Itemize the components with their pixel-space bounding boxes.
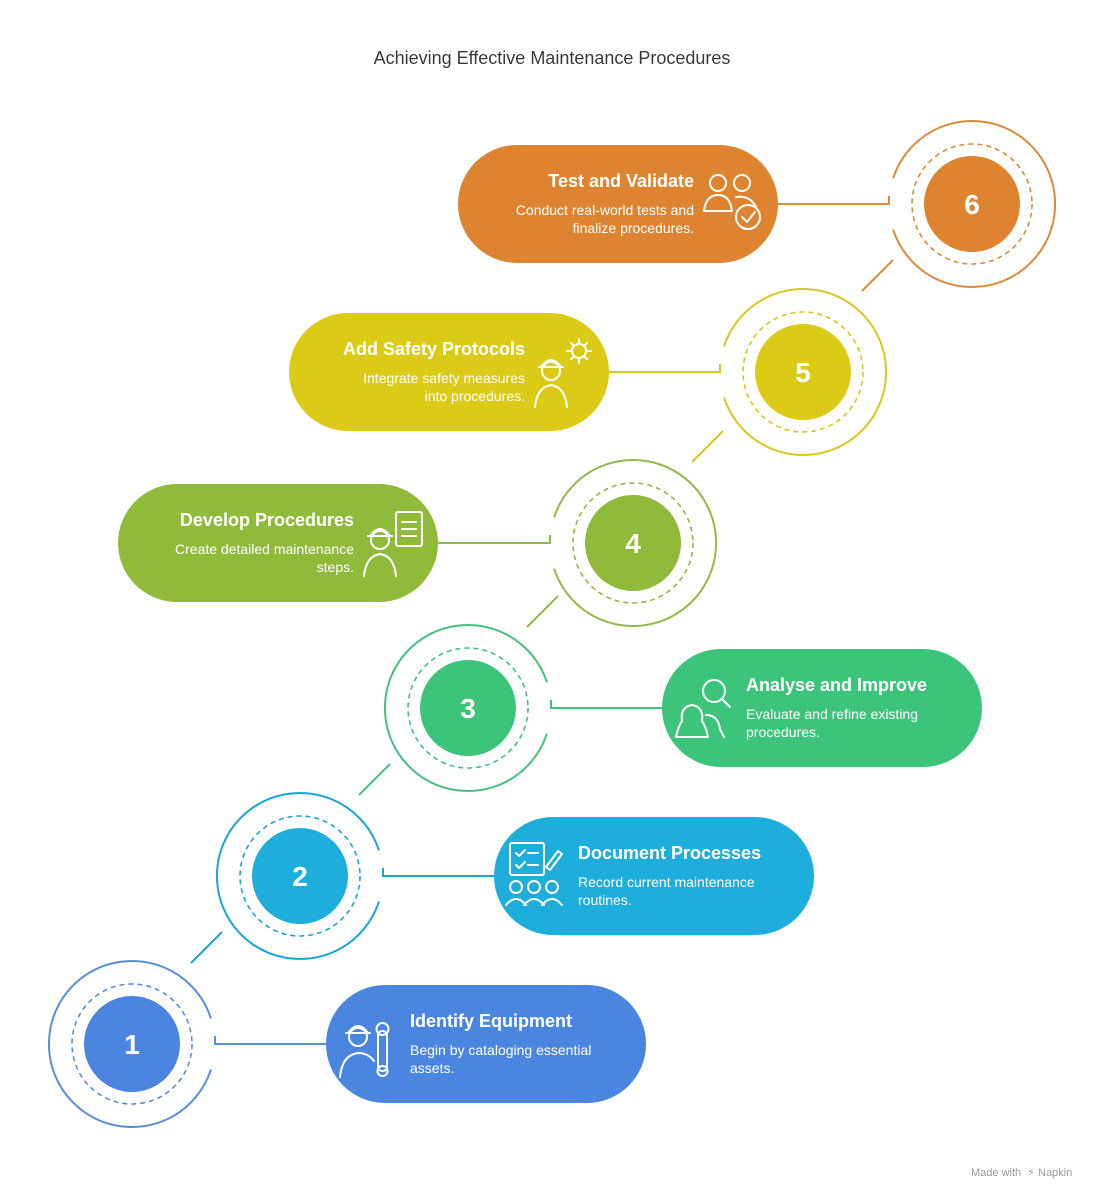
step-dashed-ring (911, 143, 1033, 265)
step-number: 3 (460, 693, 476, 724)
step-connector (778, 196, 890, 205)
step-title: Document Processes (578, 843, 762, 863)
step-ring (892, 120, 1057, 288)
step-description-line: routines. (578, 892, 632, 908)
step-number: 2 (292, 861, 308, 892)
step-2-marker: 2 (215, 792, 494, 960)
step-3-marker: 3 (383, 624, 662, 792)
step-connector (438, 535, 551, 544)
step-dashed-ring (239, 815, 361, 937)
step-number: 4 (625, 528, 641, 559)
step-ring (383, 624, 548, 792)
footer: Made with ⚡ Napkin (971, 1166, 1072, 1179)
step-number-circle (755, 324, 851, 420)
worker-gear-icon (531, 335, 597, 409)
step-title: Identify Equipment (410, 1011, 572, 1031)
step-description: Create detailed maintenance steps. (175, 540, 354, 576)
step-description: Record current maintenance routines. (578, 873, 761, 909)
footer-made-with: Made with (971, 1167, 1022, 1179)
worker-wrench-icon (334, 1007, 400, 1081)
step-description-line: Begin by cataloging essential (410, 1042, 592, 1058)
step-ring (215, 792, 380, 960)
step-number-circle (252, 828, 348, 924)
step-link (526, 595, 559, 628)
step-description: Begin by cataloging essential assets. (410, 1041, 591, 1077)
step-connector (382, 868, 494, 877)
step-description-line: finalize procedures. (572, 220, 694, 236)
step-dashed-ring (742, 311, 864, 433)
step-title: Develop Procedures (179, 510, 354, 530)
worker-clipboard-icon (360, 506, 426, 580)
footer-brand: Napkin (1038, 1167, 1073, 1179)
diagram-title: Achieving Effective Maintenance Procedur… (373, 48, 731, 68)
step-number-circle (420, 660, 516, 756)
step-5-marker: 5 (609, 288, 888, 456)
people-magnifier-icon (670, 671, 736, 745)
users-check-icon (700, 167, 766, 241)
step-title: Add Safety Protocols (342, 339, 525, 359)
step-description-line: steps. (316, 559, 354, 575)
step-description-line: procedures. (746, 724, 820, 740)
step-description-line: Record current maintenance (578, 874, 755, 890)
step-number-circle (585, 495, 681, 591)
step-connector (214, 1036, 326, 1045)
step-description-line: assets. (410, 1060, 455, 1076)
step-description-line: Create detailed maintenance (174, 541, 354, 557)
step-description-line: Integrate safety measures (363, 370, 525, 386)
step-number-circle (924, 156, 1020, 252)
step-6-marker: 6 (778, 120, 1057, 288)
step-connector (609, 364, 721, 373)
step-description-line: into procedures. (424, 388, 525, 404)
step-1-marker: 1 (47, 960, 326, 1128)
step-number-circle (84, 996, 180, 1092)
step-number: 6 (964, 189, 980, 220)
step-link (358, 763, 391, 796)
step-dashed-ring (407, 647, 529, 769)
napkin-logo-icon: ⚡ (1027, 1167, 1035, 1179)
step-title: Test and Validate (548, 171, 694, 191)
step-ring (723, 288, 888, 456)
step-ring (47, 960, 212, 1128)
step-dashed-ring (572, 482, 694, 604)
step-description-line: Evaluate and refine existing (746, 706, 918, 722)
step-dashed-ring (71, 983, 193, 1105)
step-link (691, 430, 724, 463)
checklist-team-icon (502, 839, 568, 913)
step-number: 1 (124, 1029, 140, 1060)
step-number: 5 (795, 357, 811, 388)
step-description: Integrate safety measures into procedures… (343, 369, 525, 405)
step-description-line: Conduct real-world tests and (515, 202, 694, 218)
step-description: Conduct real-world tests and finalize pro… (516, 201, 694, 237)
step-link (190, 931, 223, 964)
step-4-marker: 4 (438, 459, 718, 627)
step-link (861, 259, 894, 292)
step-ring (553, 459, 718, 627)
step-description: Evaluate and refine existing procedures. (746, 705, 927, 741)
step-title: Analyse and Improve (746, 675, 928, 695)
step-connector (550, 700, 662, 709)
